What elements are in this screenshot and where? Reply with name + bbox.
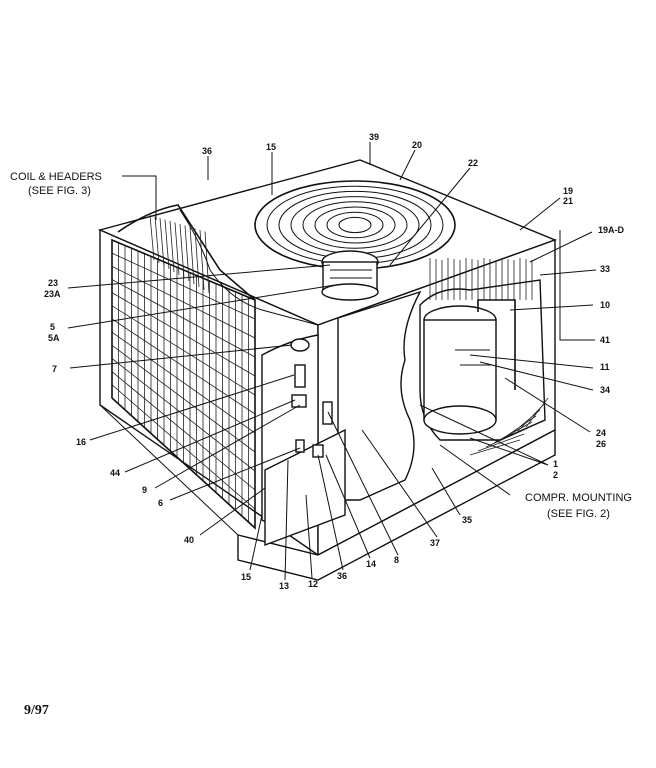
part-label: 19A-D [598, 225, 625, 235]
callout-labels: COIL & HEADERS (SEE FIG. 3) COMPR. MOUNT… [10, 132, 632, 591]
part-label: 2 [553, 470, 558, 480]
compr-mounting-ref: (SEE FIG. 2) [547, 508, 610, 520]
part-label: 1 [553, 459, 558, 469]
part-label: 14 [366, 559, 376, 569]
coil-headers-ref: (SEE FIG. 3) [28, 185, 91, 197]
leader-lines [67, 142, 597, 581]
top-cutaway-edge [179, 209, 319, 326]
part-label: 9 [142, 485, 147, 495]
part-label: 8 [394, 555, 399, 565]
partition-panel [337, 290, 422, 501]
part-label: 23A [44, 289, 61, 299]
compr-mounting-label: COMPR. MOUNTING [525, 492, 632, 504]
part-label: 11 [600, 362, 610, 372]
part-label: 40 [184, 535, 194, 545]
part-label: 12 [308, 579, 318, 589]
part-label: 37 [430, 538, 440, 548]
part-label: 13 [279, 581, 289, 591]
part-label: 7 [52, 364, 57, 374]
part-label: 36 [337, 571, 347, 581]
part-label: 15 [241, 572, 251, 582]
revision-date: 9/97 [24, 703, 49, 718]
part-label: 16 [76, 437, 86, 447]
part-label: 41 [600, 335, 610, 345]
part-label: 44 [110, 468, 120, 478]
part-label: 35 [462, 515, 472, 525]
part-label: 15 [266, 142, 276, 152]
fan-motor [321, 250, 379, 301]
part-label: 23 [48, 278, 58, 288]
part-label: 33 [600, 264, 610, 274]
part-label: 5 [50, 322, 55, 332]
part-label: 20 [412, 140, 422, 150]
part-label: 6 [158, 498, 163, 508]
part-label: 19 [563, 186, 573, 196]
compressor [423, 299, 516, 435]
part-label: 5A [48, 333, 60, 343]
coil-headers-label: COIL & HEADERS [10, 171, 102, 183]
part-label: 22 [468, 158, 478, 168]
part-label: 34 [600, 385, 610, 395]
part-label: 39 [369, 132, 379, 142]
part-label: 21 [563, 196, 573, 206]
part-label: 10 [600, 300, 610, 310]
part-label: 24 [596, 428, 606, 438]
part-label: 36 [202, 146, 212, 156]
part-label: 26 [596, 439, 606, 449]
